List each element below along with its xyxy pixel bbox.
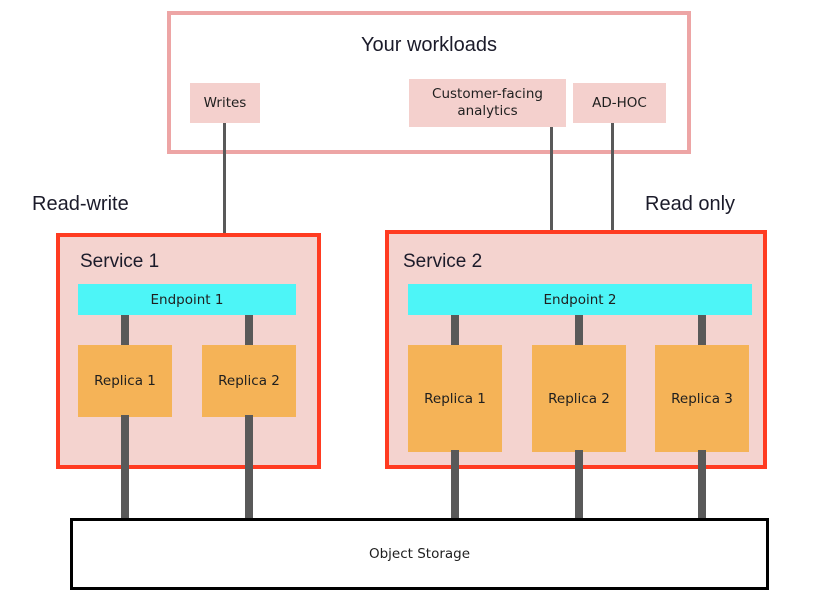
arrow-writes-line — [223, 123, 226, 260]
endpoint-1[interactable]: Endpoint 1 — [78, 284, 296, 315]
connector-service1-replica2-storage — [245, 415, 253, 520]
replica-service2-3[interactable]: Replica 3 — [655, 345, 749, 452]
connector-endpoint2-replica2 — [575, 313, 583, 347]
connector-service1-replica1-storage — [121, 415, 129, 520]
arrow-ad-hoc-line — [611, 123, 614, 269]
endpoint-2[interactable]: Endpoint 2 — [408, 284, 752, 315]
replica-service1-2[interactable]: Replica 2 — [202, 345, 296, 417]
replica-service2-1[interactable]: Replica 1 — [408, 345, 502, 452]
object-storage-box[interactable]: Object Storage — [70, 518, 769, 590]
connector-service2-replica1-storage — [451, 450, 459, 520]
caption-read-only: Read only — [645, 193, 736, 215]
arrow-customer-facing-analytics-line — [550, 127, 553, 269]
service-title-2: Service 2 — [403, 251, 483, 272]
workload-box-customer-facing-analytics[interactable]: Customer-facing analytics — [409, 79, 566, 127]
service-title-1: Service 1 — [80, 251, 160, 272]
replica-service2-2[interactable]: Replica 2 — [532, 345, 626, 452]
workloads-title: Your workloads — [360, 34, 497, 56]
caption-read-write: Read-write — [32, 193, 129, 215]
connector-endpoint1-replica2 — [245, 313, 253, 347]
connector-service2-replica2-storage — [575, 450, 583, 520]
connector-endpoint1-replica1 — [121, 313, 129, 347]
workload-box-writes[interactable]: Writes — [190, 83, 260, 123]
connector-service2-replica3-storage — [698, 450, 706, 520]
connector-endpoint2-replica1 — [451, 313, 459, 347]
workload-box-ad-hoc[interactable]: AD-HOC — [573, 83, 666, 123]
connector-endpoint2-replica3 — [698, 313, 706, 347]
replica-service1-1[interactable]: Replica 1 — [78, 345, 172, 417]
